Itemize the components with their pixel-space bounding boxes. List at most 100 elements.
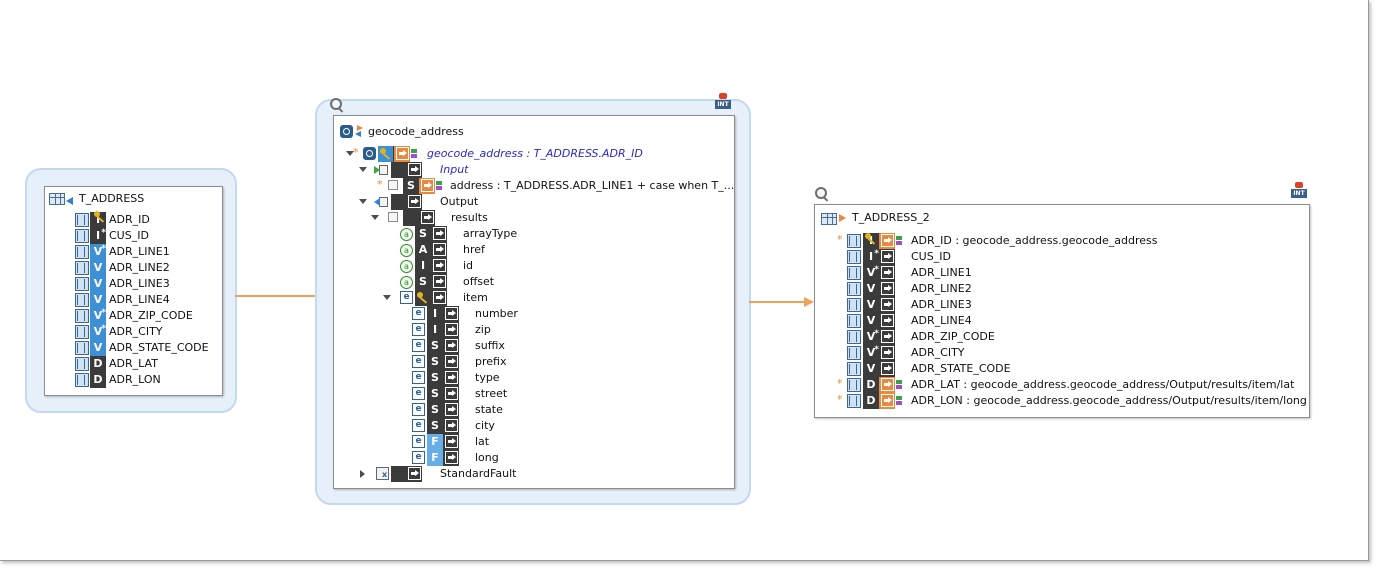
type-badge: V* xyxy=(863,329,879,345)
source-column-name: CUS_ID xyxy=(109,229,149,242)
target-column-row[interactable]: V*ADR_ZIP_CODE xyxy=(815,329,1307,345)
input-row[interactable]: Input xyxy=(334,162,732,178)
status-icon xyxy=(896,380,902,384)
service-title: geocode_address xyxy=(368,125,464,138)
target-column-label: CUS_ID xyxy=(911,250,951,263)
expand-toggle-icon[interactable] xyxy=(346,151,354,156)
item-element-name: zip xyxy=(475,323,491,336)
target-column-row[interactable]: V*ADR_LINE1 xyxy=(815,265,1307,281)
map-arrow-icon xyxy=(445,323,458,336)
type-badge: S xyxy=(427,418,443,434)
map-arrow-icon xyxy=(881,234,894,247)
map-arrow-icon xyxy=(433,291,446,304)
column-icon xyxy=(75,213,89,227)
map-arrow-icon xyxy=(881,282,894,295)
element-icon: e xyxy=(412,451,425,464)
expand-toggle-icon[interactable] xyxy=(359,199,367,204)
magnifier-icon[interactable] xyxy=(815,187,829,202)
magnifier-icon[interactable] xyxy=(330,98,344,113)
int-icon: INT xyxy=(1289,182,1309,200)
item-element-name: lat xyxy=(475,435,490,448)
map-arrow-icon xyxy=(433,275,446,288)
source-column-row[interactable]: V*ADR_LINE1 xyxy=(45,244,221,260)
type-badge: S xyxy=(415,226,431,242)
fault-row[interactable]: StandardFault xyxy=(334,466,732,482)
target-column-label: ADR_CITY xyxy=(911,346,965,359)
map-arrow-icon xyxy=(445,355,458,368)
attribute-icon: a xyxy=(400,244,413,257)
gear-icon xyxy=(363,147,376,160)
link-arrow-source-to-service[interactable] xyxy=(235,295,321,297)
type-badge: V xyxy=(863,297,879,313)
target-column-row[interactable]: V*ADR_CITY xyxy=(815,345,1307,361)
operation-row[interactable]: *geocode_address : T_ADDRESS.ADR_ID xyxy=(334,146,732,162)
map-arrow-icon xyxy=(445,307,458,320)
mandatory-icon: * xyxy=(101,228,106,238)
source-column-name: ADR_LAT xyxy=(109,357,158,370)
int-icon: INT xyxy=(713,93,733,111)
service-panel[interactable]: geocode_address *geocode_address : T_ADD… xyxy=(333,115,735,489)
output-badge xyxy=(391,194,407,210)
type-badge: I xyxy=(415,258,431,274)
expand-toggle-icon[interactable] xyxy=(371,215,379,220)
target-column-label: ADR_LINE1 xyxy=(911,266,972,279)
map-arrow-icon xyxy=(445,403,458,416)
expand-toggle-icon[interactable] xyxy=(383,295,391,300)
results-row[interactable]: results xyxy=(334,210,732,226)
element-icon: e xyxy=(412,323,425,336)
element-icon: e xyxy=(400,291,413,304)
source-column-row[interactable]: V*ADR_CITY xyxy=(45,324,221,340)
type-badge: S xyxy=(427,338,443,354)
output-row[interactable]: Output xyxy=(334,194,732,210)
map-arrow-icon xyxy=(881,346,894,359)
map-arrow-icon xyxy=(433,227,446,240)
map-arrow-icon xyxy=(445,371,458,384)
source-column-row[interactable]: I*CUS_ID xyxy=(45,228,221,244)
link-arrow-service-to-target[interactable] xyxy=(749,301,805,303)
type-badge: D xyxy=(90,372,106,388)
column-icon xyxy=(75,245,89,259)
mandatory-icon: * xyxy=(874,249,879,259)
expand-toggle-icon[interactable] xyxy=(360,470,365,478)
target-column-row[interactable]: I*CUS_ID xyxy=(815,249,1307,265)
source-column-row[interactable]: V*ADR_ZIP_CODE xyxy=(45,308,221,324)
mandatory-icon: * xyxy=(101,308,106,318)
item-element-name: city xyxy=(475,419,495,432)
expand-toggle-icon[interactable] xyxy=(359,167,367,172)
item-element-name: suffix xyxy=(475,339,505,352)
source-column-name: ADR_CITY xyxy=(109,325,163,338)
map-arrow-icon xyxy=(881,330,894,343)
